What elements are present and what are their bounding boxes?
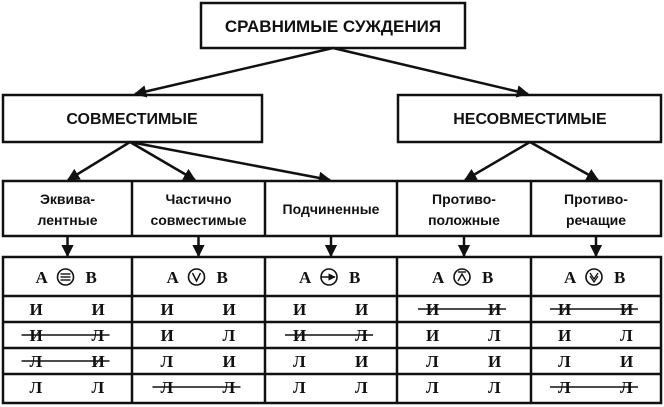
arrow xyxy=(463,140,531,182)
truth-value: И xyxy=(161,300,174,319)
type-label: Подчиненные xyxy=(283,201,380,217)
equivalence-icon xyxy=(56,268,75,286)
truth-value: Л xyxy=(355,378,368,397)
type-label: совместимые xyxy=(150,212,246,228)
truth-value: И xyxy=(620,352,633,371)
symbol-b: В xyxy=(349,268,360,287)
title-text: СРАВНИМЫЕ СУЖДЕНИЯ xyxy=(225,17,441,36)
truth-value: Л xyxy=(488,378,501,397)
subordination-icon xyxy=(320,268,338,286)
type-label: речащие xyxy=(566,212,626,228)
type-label: положные xyxy=(428,212,500,228)
symbol-b: В xyxy=(86,268,97,287)
truth-value: И xyxy=(355,352,368,371)
truth-value: И xyxy=(223,300,236,319)
wedge xyxy=(457,272,467,282)
arrow xyxy=(332,46,530,98)
truth-value: И xyxy=(355,300,368,319)
symbol-a: А xyxy=(36,268,49,287)
truth-value: И xyxy=(488,352,501,371)
truth-value: Л xyxy=(293,352,306,371)
types-row xyxy=(1,179,663,238)
symbol-a: А xyxy=(299,268,312,287)
truth-value: Л xyxy=(161,352,174,371)
type-label: Эквива- xyxy=(40,191,95,207)
truth-value: И xyxy=(92,300,105,319)
type-label: лентные xyxy=(37,212,97,228)
truth-value: Л xyxy=(558,352,571,371)
truth-value: Л xyxy=(293,378,306,397)
truth-value: Л xyxy=(488,326,501,345)
v xyxy=(191,272,202,283)
symbol-a: А xyxy=(432,268,445,287)
arrow xyxy=(129,140,332,185)
contrary-icon xyxy=(453,268,471,286)
symbol-a: А xyxy=(167,268,180,287)
truth-value: Л xyxy=(92,378,105,397)
type-label: Противо- xyxy=(564,191,628,207)
arrow xyxy=(133,46,334,98)
title-box xyxy=(199,1,467,50)
truth-value: И xyxy=(30,300,43,319)
contradictory-icon xyxy=(585,268,603,286)
truth-value: И xyxy=(223,352,236,371)
symbol-b: В xyxy=(482,268,493,287)
type-label: Частично xyxy=(165,191,231,207)
compatible-box xyxy=(1,93,264,144)
type-label: Противо- xyxy=(432,191,496,207)
arrows xyxy=(66,46,600,185)
v xyxy=(589,272,599,281)
incompatible-text: НЕСОВМЕСТИМЫЕ xyxy=(453,111,607,128)
symbol-b: В xyxy=(217,268,228,287)
compatible-text: СОВМЕСТИМЫЕ xyxy=(66,111,198,128)
partial-overlap-icon xyxy=(187,268,206,286)
truth-value: И xyxy=(426,326,439,345)
arrow xyxy=(66,140,131,182)
truth-value: И xyxy=(293,300,306,319)
truth-value: Л xyxy=(30,378,43,397)
symbol-a: А xyxy=(564,268,577,287)
truth-value: И xyxy=(558,326,571,345)
arrow xyxy=(129,140,197,182)
truth-value: Л xyxy=(426,352,439,371)
v xyxy=(589,275,599,284)
circle xyxy=(187,268,206,286)
truth-value: Л xyxy=(223,326,236,345)
truth-value: Л xyxy=(426,378,439,397)
arrow xyxy=(529,140,600,182)
truth-value: Л xyxy=(620,326,633,345)
truth-value: И xyxy=(161,326,174,345)
symbol-b: В xyxy=(614,268,625,287)
